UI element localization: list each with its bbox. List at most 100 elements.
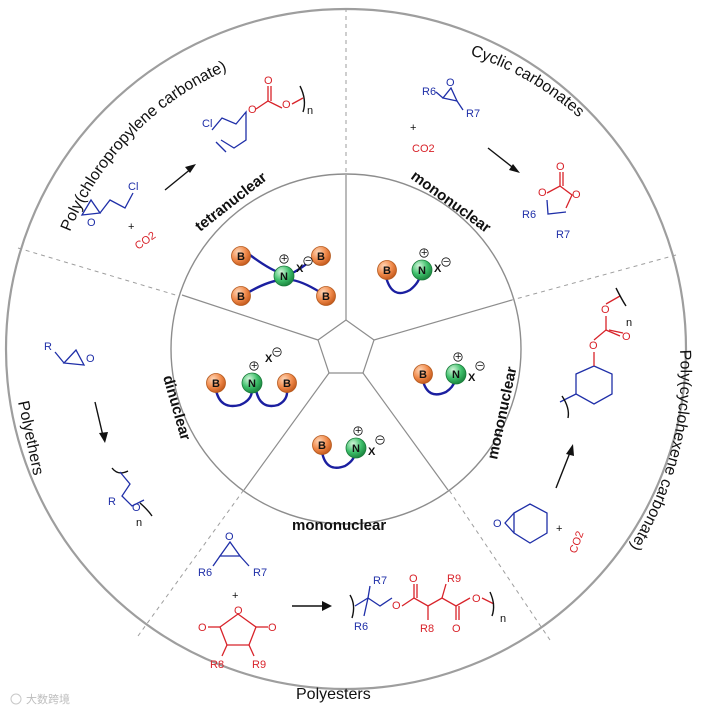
co2-label: CO2 <box>412 143 435 155</box>
watermark: 大数跨境 <box>10 692 70 706</box>
nitrogen-atom: N <box>248 378 256 390</box>
boron-atom: B <box>419 369 427 381</box>
anion-x: X <box>368 446 376 458</box>
catalyst-label-mononuclear-top: mononuclear <box>408 167 494 236</box>
svg-text:−: − <box>377 434 383 446</box>
boron-atom: B <box>237 291 245 303</box>
anion-x: X <box>296 263 304 275</box>
nitrogen-atom: N <box>352 443 360 455</box>
svg-text:O: O <box>589 340 598 352</box>
r6-label: R6 <box>354 621 368 633</box>
svg-text:O: O <box>392 600 401 612</box>
r7-label: R7 <box>373 575 387 587</box>
svg-text:O: O <box>446 77 455 89</box>
chlorine-label: Cl <box>202 118 212 130</box>
svg-text:O: O <box>282 99 291 111</box>
svg-text:+: + <box>455 351 461 363</box>
sector-label-poly-chloropropylene: Poly(chloropropylene carbonate) <box>58 58 229 233</box>
catalyst-mononuclear-top: B N + X − <box>377 247 451 295</box>
svg-text:O: O <box>268 622 277 634</box>
r6-label: R6 <box>422 86 436 98</box>
svg-text:n: n <box>500 613 506 625</box>
svg-text:O: O <box>87 217 96 229</box>
r9-label: R9 <box>447 573 461 585</box>
svg-text:O: O <box>234 605 243 617</box>
catalyst-label-tetranuclear: tetranuclear <box>192 169 270 235</box>
boron-atom: B <box>237 251 245 263</box>
anion-x: X <box>434 263 442 275</box>
svg-text:+: + <box>251 360 257 372</box>
center-pentagon <box>317 319 375 374</box>
catalyst-label-mononuclear-bottom: mononuclear <box>292 517 386 534</box>
svg-text:O: O <box>572 189 581 201</box>
svg-text:n: n <box>136 517 142 529</box>
sector-label-cyclic-carbonates: Cyclic carbonates <box>469 43 588 121</box>
catalyst-dinuclear: B N B + X − <box>206 346 297 408</box>
svg-text:O: O <box>132 502 141 514</box>
r6-label: R6 <box>198 567 212 579</box>
r7-label: R7 <box>253 567 267 579</box>
svg-text:−: − <box>443 256 449 268</box>
sector-label-polyesters: Polyesters <box>296 686 371 703</box>
nitrogen-atom: N <box>280 271 288 283</box>
r8-label: R8 <box>210 659 224 671</box>
svg-text:O: O <box>86 353 95 365</box>
svg-text:O: O <box>472 593 481 605</box>
svg-text:O: O <box>248 104 257 116</box>
svg-text:+: + <box>421 247 427 259</box>
nitrogen-atom: N <box>418 265 426 277</box>
svg-text:−: − <box>305 255 311 267</box>
svg-text:−: − <box>477 360 483 372</box>
scheme-cyclic-carbonates: O R6 R7 + CO2 O O O R6 R7 <box>410 77 581 241</box>
catalyst-label-mononuclear-right: mononuclear <box>484 365 520 461</box>
svg-text:O: O <box>622 331 631 343</box>
svg-text:+: + <box>355 425 361 437</box>
scheme-polyethers: O R R O n <box>44 341 153 529</box>
svg-text:O: O <box>556 161 565 173</box>
svg-text:O: O <box>198 622 207 634</box>
catalyst-mononuclear-bottom: B N + X − <box>312 425 385 469</box>
svg-text:+: + <box>556 523 562 535</box>
chlorine-label: Cl <box>128 181 138 193</box>
sector-label-poly-cyclohexene: Poly(cyclohexene carbonate) <box>626 349 693 553</box>
r8-label: R8 <box>420 623 434 635</box>
svg-text:O: O <box>264 75 273 87</box>
r9-label: R9 <box>252 659 266 671</box>
svg-text:+: + <box>410 122 416 134</box>
svg-text:+: + <box>232 590 238 602</box>
co2-label: CO2 <box>133 230 158 253</box>
catalyst-mononuclear-right: B N + X − <box>413 351 485 396</box>
anion-x: X <box>265 353 273 365</box>
svg-text:O: O <box>493 518 502 530</box>
svg-text:O: O <box>225 531 234 543</box>
svg-text:−: − <box>274 346 280 358</box>
sector-dividers <box>17 8 677 641</box>
catalyst-tetranuclear: B B B B N + X − <box>231 246 336 306</box>
svg-text:O: O <box>538 187 547 199</box>
r7-label: R7 <box>556 229 570 241</box>
r6-label: R6 <box>522 209 536 221</box>
boron-atom: B <box>322 291 330 303</box>
watermark-text: 大数跨境 <box>26 692 70 706</box>
r-label: R <box>44 341 52 353</box>
svg-text:O: O <box>452 623 461 635</box>
svg-text:+: + <box>128 221 134 233</box>
boron-atom: B <box>212 378 220 390</box>
catalyst-label-dinuclear: dinuclear <box>159 373 194 442</box>
svg-text:O: O <box>601 304 610 316</box>
inner-ring <box>170 173 522 525</box>
scheme-polyesters: O R6 R7 + O O O R8 R9 R7 R6 O O R8 R9 <box>198 531 506 671</box>
anion-x: X <box>468 372 476 384</box>
nitrogen-atom: N <box>452 369 460 381</box>
boron-atom: B <box>318 440 326 452</box>
r-label: R <box>108 496 116 508</box>
r7-label: R7 <box>466 108 480 120</box>
scheme-poly-cyclohexene: O + CO2 O O O n <box>493 287 632 555</box>
svg-text:n: n <box>307 105 313 117</box>
svg-text:O: O <box>409 573 418 585</box>
boron-atom: B <box>317 251 325 263</box>
svg-text:+: + <box>281 253 287 265</box>
inner-dividers <box>181 175 513 491</box>
svg-text:n: n <box>626 317 632 329</box>
boron-atom: B <box>283 378 291 390</box>
